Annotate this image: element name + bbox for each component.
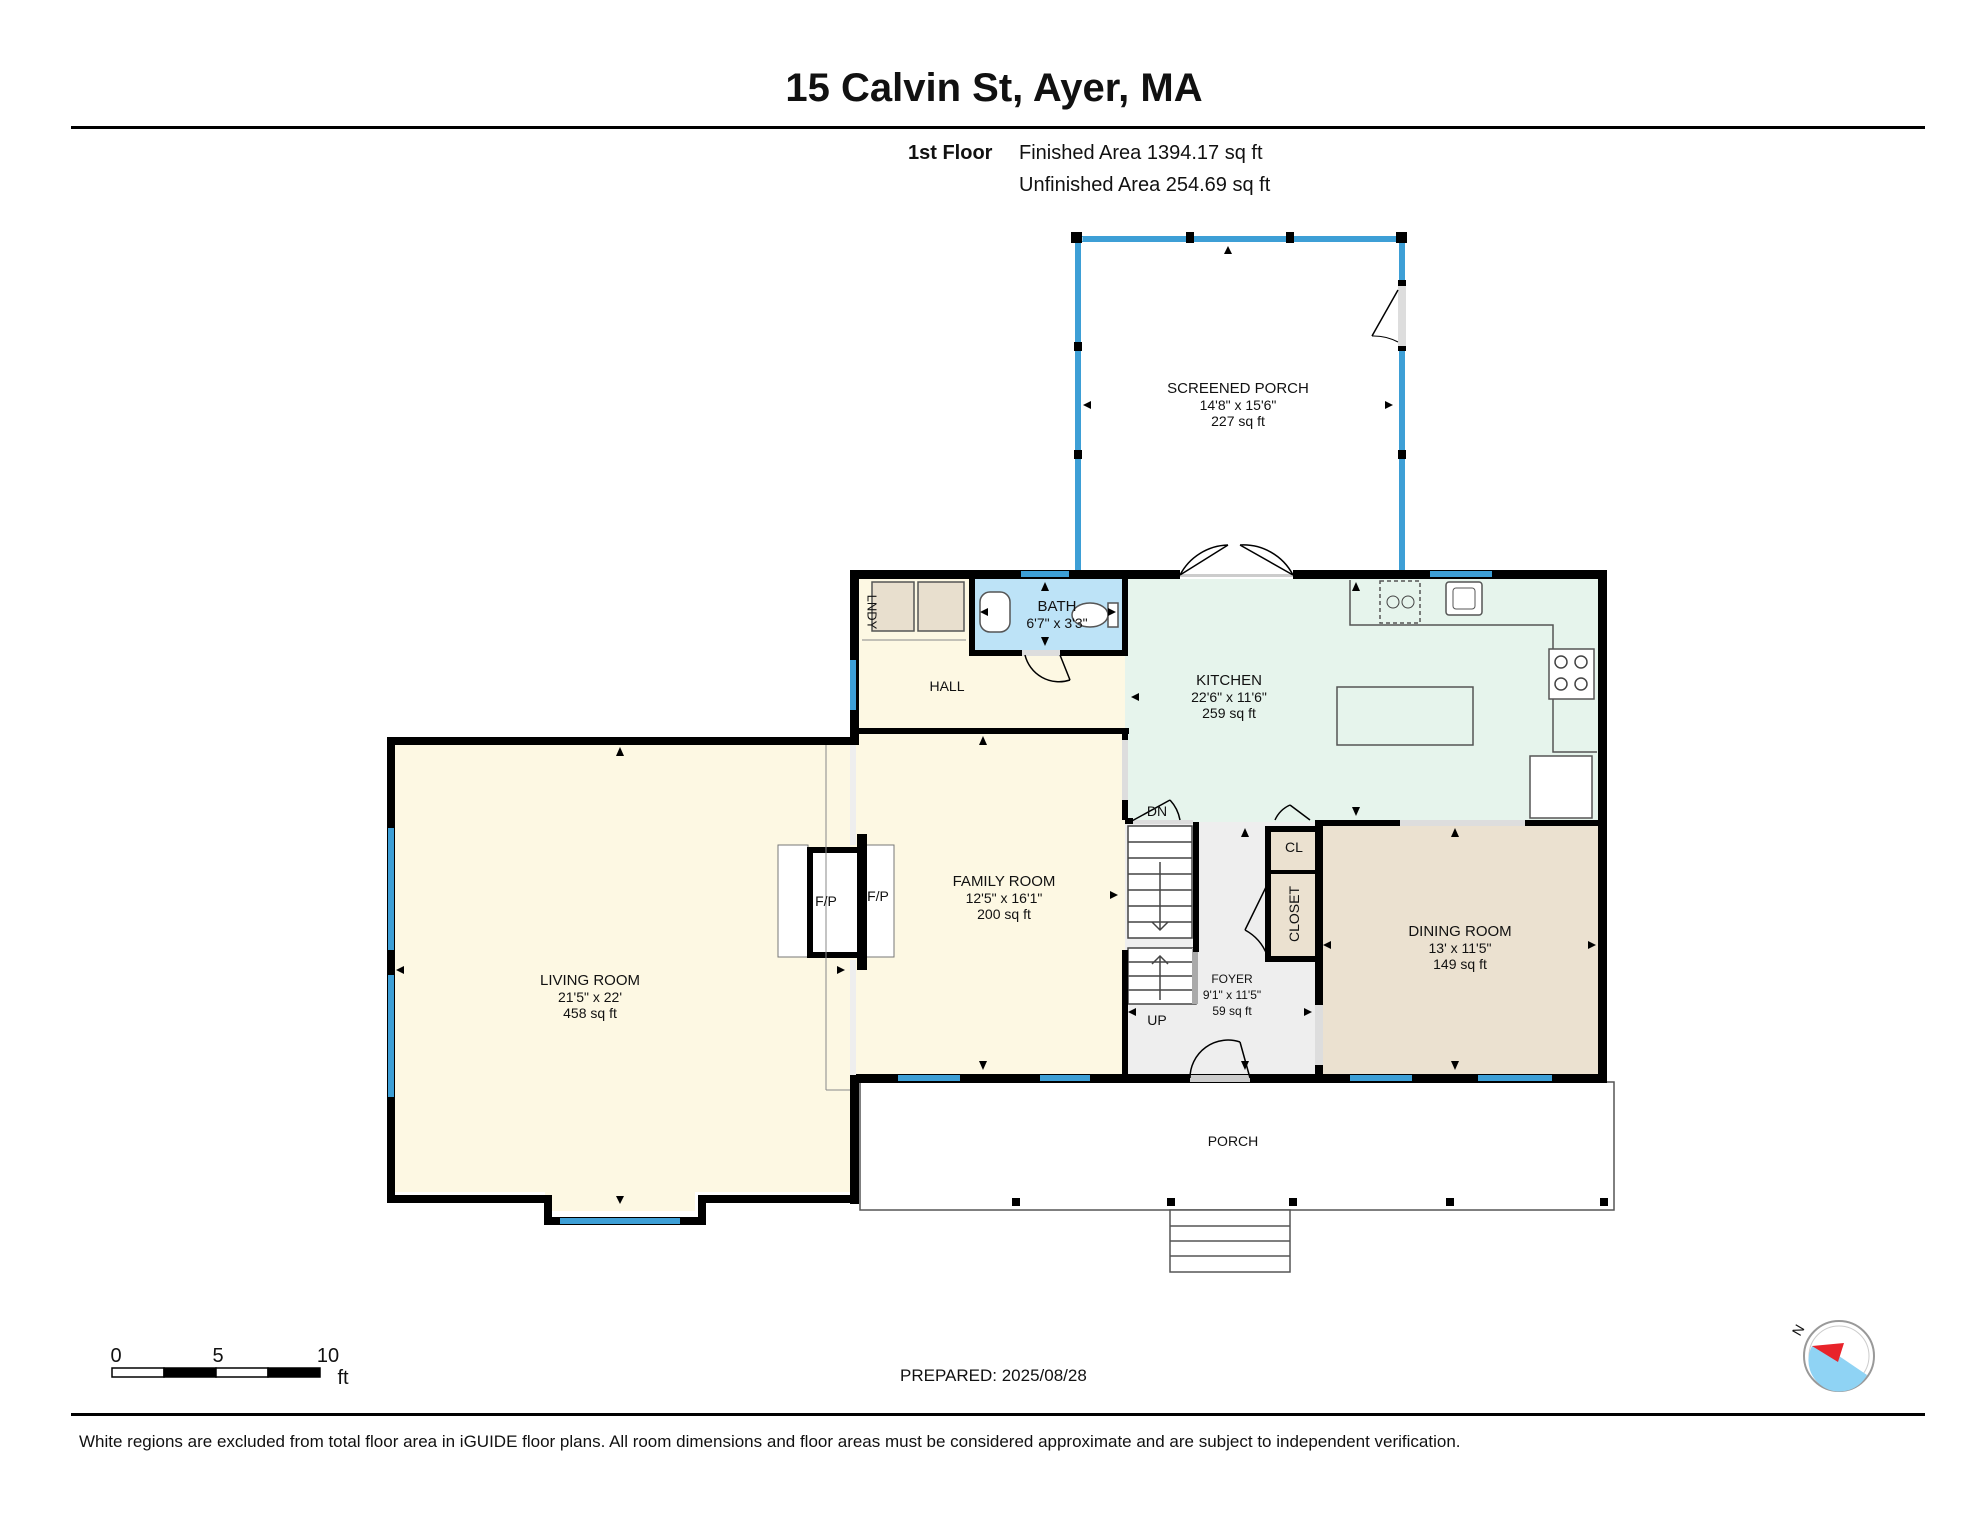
dining-room-fill <box>1317 822 1602 1074</box>
kitchen-island <box>1336 686 1474 746</box>
scale-bar <box>111 1367 321 1378</box>
room-name: FOYER <box>1211 972 1253 986</box>
kitchen-counter <box>1349 580 1597 753</box>
label-stairs-down: DN <box>1146 803 1168 819</box>
windows <box>388 571 1552 1224</box>
scale-tick-5: 5 <box>212 1345 224 1367</box>
room-dims: 12'5" x 16'1" <box>965 890 1043 906</box>
label-stairs-up: UP <box>1147 1012 1167 1028</box>
screened-porch-walls <box>1071 232 1407 570</box>
footer-divider <box>71 1413 1925 1416</box>
header-divider <box>71 126 1925 129</box>
room-dims: 6'7" x 3'3" <box>1026 615 1088 631</box>
living-room-fill <box>392 742 853 1192</box>
scale-unit: ft <box>337 1367 349 1389</box>
porch-steps <box>1169 1209 1291 1273</box>
washer-icon <box>871 581 915 632</box>
room-area: 149 sq ft <box>1433 956 1487 972</box>
stove-icon <box>1548 648 1595 700</box>
scale-tick-10: 10 <box>316 1345 340 1367</box>
scale-tick-0: 0 <box>110 1345 122 1367</box>
room-area: 200 sq ft <box>977 906 1031 922</box>
sink-icon <box>1445 581 1483 616</box>
room-living-room: LIVING ROOM 21'5" x 22' 458 sq ft <box>539 972 641 1022</box>
porch-posts <box>1012 1198 1608 1206</box>
page-title: 15 Calvin St, Ayer, MA <box>785 66 1203 110</box>
compass-icon <box>1803 1320 1875 1392</box>
room-bath: BATH 6'7" x 3'3" <box>1026 598 1088 632</box>
screened-porch-door <box>1371 289 1399 337</box>
label-hall: HALL <box>929 678 965 694</box>
front-porch <box>859 1081 1615 1211</box>
prepared-date: PREPARED: 2025/08/28 <box>900 1366 1087 1385</box>
room-name: SCREENED PORCH <box>1167 380 1309 397</box>
label-fireplace-living: F/P <box>815 893 837 909</box>
closet-fill <box>1271 874 1315 956</box>
label-lndy: LNDY <box>864 594 880 630</box>
label-porch: PORCH <box>1207 1133 1259 1149</box>
room-area: 458 sq ft <box>563 1005 617 1021</box>
room-kitchen: KITCHEN 22'6" x 11'6" 259 sq ft <box>1191 672 1267 722</box>
fireplace-hearth-left <box>777 844 809 958</box>
room-foyer: FOYER 9'1" x 11'5" 59 sq ft <box>1203 971 1261 1019</box>
hall-fill <box>853 647 1125 731</box>
room-dims: 13' x 11'5" <box>1428 940 1492 956</box>
room-dining-room: DINING ROOM 13' x 11'5" 149 sq ft <box>1408 923 1512 973</box>
floor-label: 1st Floor <box>908 142 993 164</box>
unfinished-area: Unfinished Area 254.69 sq ft <box>1019 174 1271 196</box>
room-name: BATH <box>1037 598 1077 615</box>
room-area: 59 sq ft <box>1212 1004 1252 1018</box>
disclaimer: White regions are excluded from total fl… <box>79 1432 1461 1451</box>
stairs-down <box>1127 825 1193 939</box>
dimension-arrows <box>396 246 1596 1204</box>
room-screened-porch: SCREENED PORCH 14'8" x 15'6" 227 sq ft <box>1167 380 1309 430</box>
room-name: KITCHEN <box>1196 672 1262 689</box>
kitchen-fill <box>1125 576 1602 822</box>
stairs-up <box>1127 947 1198 1005</box>
room-area: 259 sq ft <box>1202 705 1256 721</box>
doors <box>1024 544 1311 1079</box>
finished-area: Finished Area 1394.17 sq ft <box>1019 142 1263 164</box>
label-cl: CL <box>1285 839 1303 855</box>
room-name: FAMILY ROOM <box>952 873 1056 890</box>
room-name: DINING ROOM <box>1408 923 1512 940</box>
room-dims: 22'6" x 11'6" <box>1191 689 1267 705</box>
dishwasher-icon <box>1379 580 1421 624</box>
room-dims: 21'5" x 22' <box>557 989 623 1005</box>
fireplace-hearth-right <box>863 844 895 958</box>
dryer-icon <box>917 581 965 632</box>
room-area: 227 sq ft <box>1211 413 1265 429</box>
room-dims: 14'8" x 15'6" <box>1199 397 1277 413</box>
label-fireplace-family: F/P <box>867 888 889 904</box>
fridge-icon <box>1529 755 1593 819</box>
room-family-room: FAMILY ROOM 12'5" x 16'1" 200 sq ft <box>952 873 1056 923</box>
room-dims: 9'1" x 11'5" <box>1202 988 1262 1002</box>
room-name: LIVING ROOM <box>539 972 641 989</box>
label-closet: CLOSET <box>1286 885 1302 943</box>
cl-fill <box>1271 832 1315 870</box>
family-room-fill <box>853 731 1125 1074</box>
